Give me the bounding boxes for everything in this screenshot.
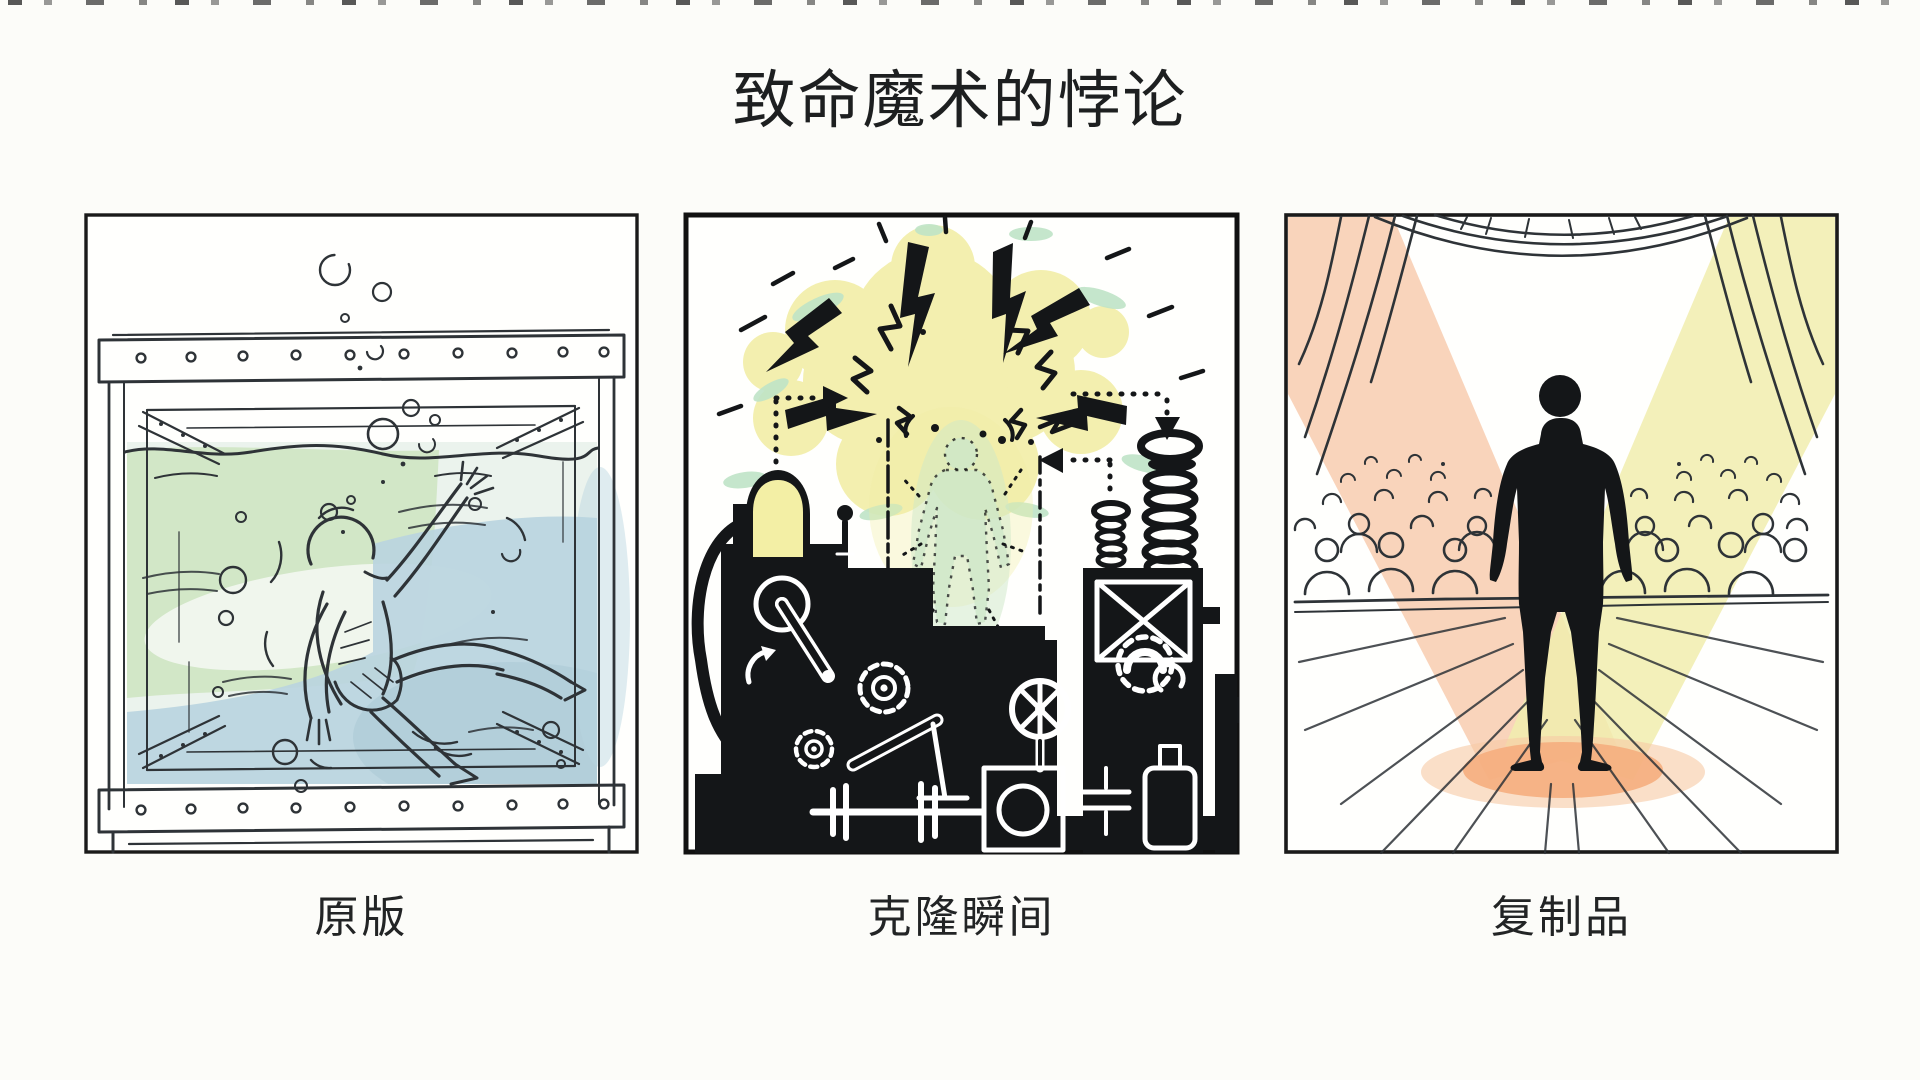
panel-replica-label: 复制品: [1491, 893, 1632, 942]
water-tank-illustration: [84, 213, 639, 854]
green-accent-wash: [723, 224, 1169, 521]
machine-silhouette: [691, 429, 1239, 853]
cloning-machine-illustration: [683, 212, 1240, 855]
audience-left: [1293, 453, 1497, 596]
page-title: 致命魔术的悖论: [732, 66, 1188, 136]
tesla-coil-small: [1091, 500, 1131, 569]
panel-row: 原版: [83, 212, 1840, 945]
panel-clone-moment: 克隆瞬间: [683, 212, 1240, 945]
lightning-bolts: [716, 215, 1206, 445]
boiler-window: [753, 480, 803, 557]
boiler-pipe: [691, 518, 747, 760]
spark-rays: [899, 468, 1027, 638]
arrowhead-right: [823, 386, 848, 410]
dashed-conduits: [773, 386, 1180, 626]
machine-base: [701, 816, 1231, 850]
air-bubbles: [318, 253, 393, 371]
tank-base: [97, 783, 626, 854]
clone-figure: [899, 436, 1027, 638]
panel-original-label: 原版: [314, 893, 409, 942]
energy-burst-wash: [743, 225, 1129, 520]
rivet-row-top: [135, 346, 610, 364]
corner-braces: [137, 406, 585, 770]
machine-white-details: [745, 575, 1198, 853]
stage-curtains: [1297, 213, 1825, 476]
arrowhead-left: [1039, 448, 1063, 473]
stage-silhouette-illustration: [1284, 213, 1839, 855]
boiler-tower: [721, 544, 843, 853]
rivet-row-bottom: [135, 798, 610, 816]
performer-silhouette: [1489, 375, 1633, 771]
drowning-man: [263, 460, 587, 786]
panel-original: 原版: [83, 212, 640, 945]
panel-replica: 复制品: [1283, 212, 1840, 945]
panel-clone-moment-label: 克隆瞬间: [867, 893, 1056, 942]
teal-bubble: [366, 417, 400, 451]
floor-glow-inner: [1463, 742, 1663, 798]
cropped-text-sliver: [8, 0, 1912, 5]
tank-frame: [97, 328, 626, 811]
arrowhead-down: [1155, 417, 1180, 440]
motion-arcs: [263, 516, 527, 770]
